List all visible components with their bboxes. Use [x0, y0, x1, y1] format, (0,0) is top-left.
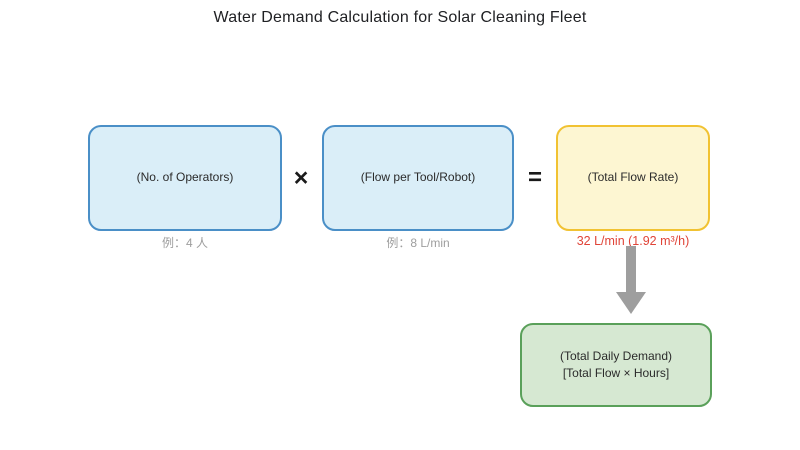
operators-box: (No. of Operators)	[88, 125, 282, 231]
total-flow-rate-value: 32 L/min (1.92 m³/h)	[576, 234, 690, 248]
down-arrow-icon	[611, 246, 651, 314]
down-arrow-shaft	[626, 246, 636, 294]
operators-box-label: (No. of Operators)	[136, 170, 234, 185]
multiply-symbol: ×	[293, 163, 309, 192]
total-flow-rate-box-label: (Total Flow Rate)	[587, 170, 679, 185]
flow-per-tool-box-label: (Flow per Tool/Robot)	[360, 170, 476, 185]
operators-example-text: 例：4 人	[161, 236, 208, 250]
total-daily-demand-label-line2: [Total Flow × Hours]	[562, 366, 670, 380]
down-arrow-head	[616, 292, 646, 314]
total-daily-demand-box: (Total Daily Demand) [Total Flow × Hours…	[520, 323, 712, 407]
total-flow-rate-box: (Total Flow Rate)	[556, 125, 710, 231]
total-daily-demand-label-line1: (Total Daily Demand)	[559, 348, 673, 363]
diagram-title: Water Demand Calculation for Solar Clean…	[213, 9, 587, 26]
equals-symbol: =	[527, 164, 542, 191]
flow-per-tool-example-text: 例：8 L/min	[386, 236, 450, 250]
flow-per-tool-box: (Flow per Tool/Robot)	[322, 125, 514, 231]
